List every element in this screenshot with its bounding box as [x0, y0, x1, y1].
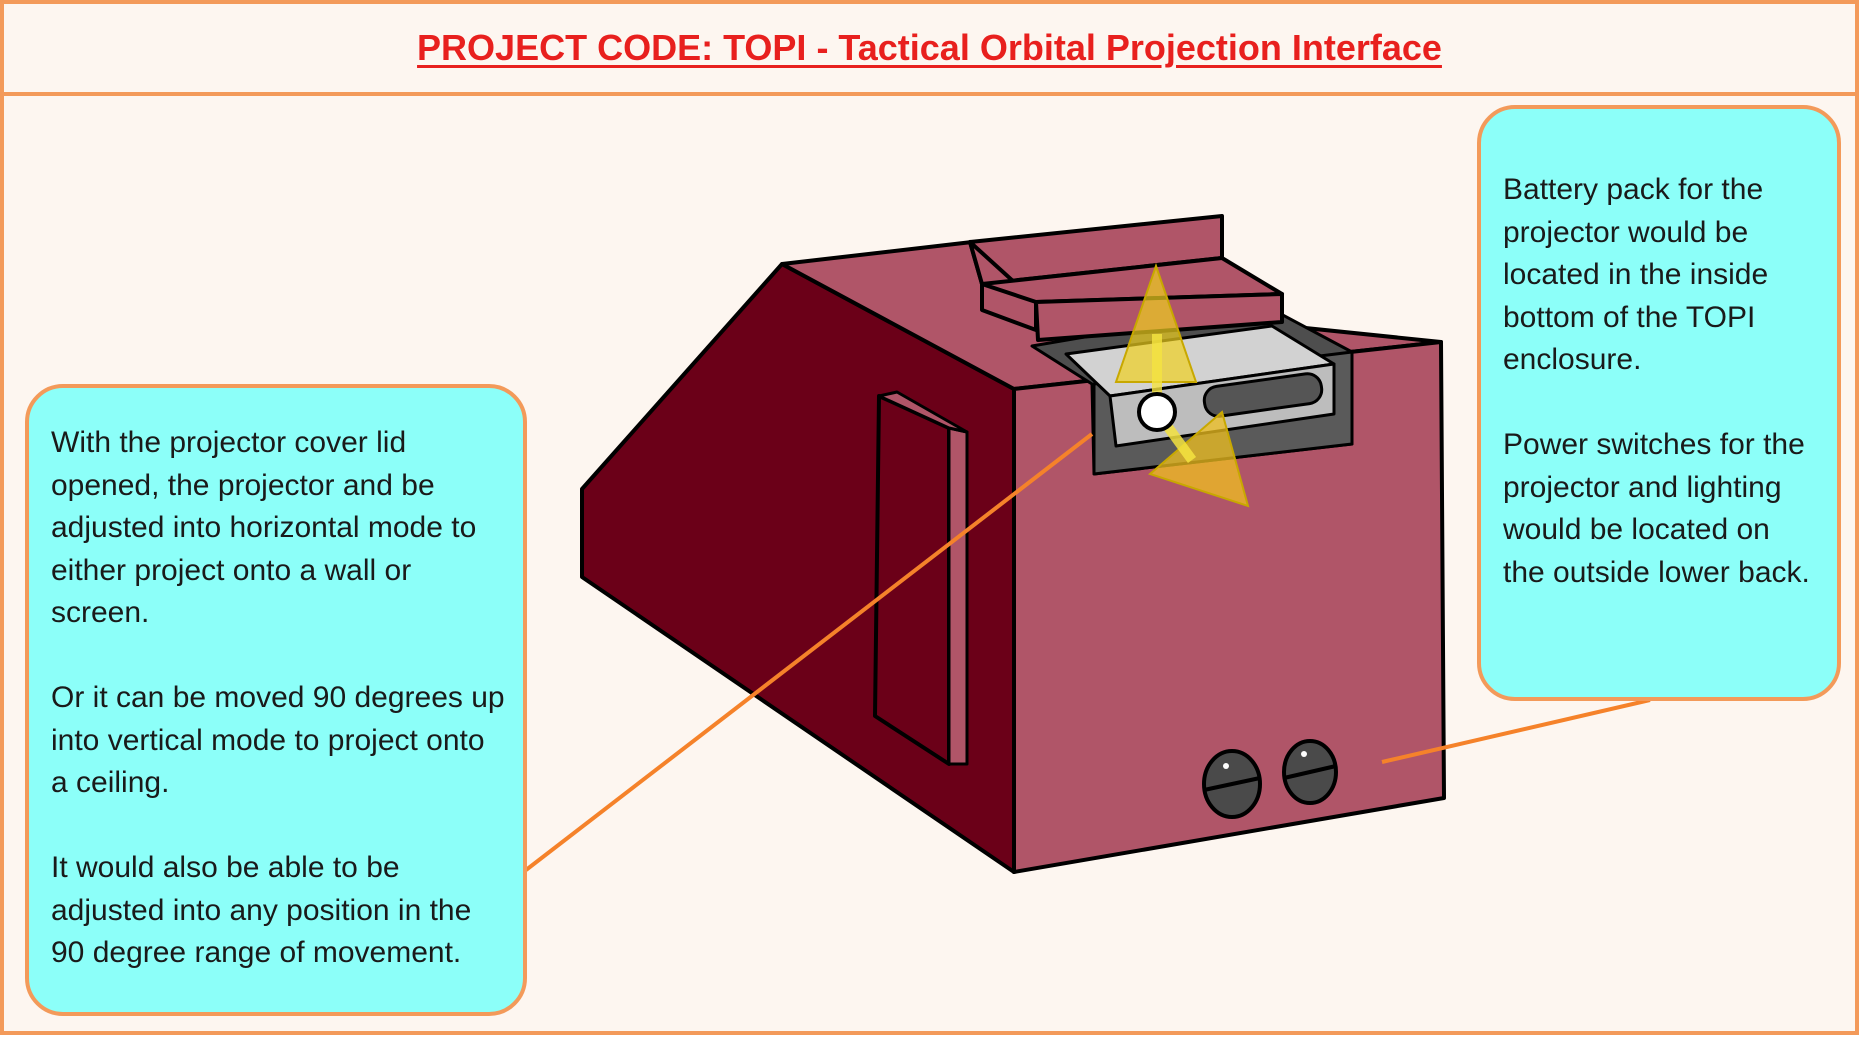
callout-paragraph: It would also be able to be adjusted int…	[51, 851, 472, 969]
callout-projector-modes: With the projector cover lid opened, the…	[25, 384, 527, 1016]
power-switch-projector	[1202, 749, 1262, 819]
side-vent-top	[877, 390, 969, 434]
callout-paragraph: Or it can be moved 90 degrees up into ve…	[51, 681, 505, 799]
projector-vent-slot	[1202, 372, 1324, 418]
left-callout-leader-line	[524, 432, 1094, 872]
callout-paragraph: Power switches for the projector and lig…	[1503, 428, 1810, 589]
right-callout-leader-line	[1381, 698, 1651, 764]
side-vent-panel	[873, 394, 951, 766]
page-title: PROJECT CODE: TOPI - Tactical Orbital Pr…	[417, 27, 1442, 68]
horizontal-mode-arrow	[1148, 410, 1250, 508]
title-bar: PROJECT CODE: TOPI - Tactical Orbital Pr…	[4, 4, 1855, 96]
vertical-mode-arrow-shaft	[1152, 334, 1162, 414]
topi-enclosure-illustration	[524, 214, 1651, 874]
callout-battery-and-switches: Battery pack for the projector would be …	[1477, 105, 1841, 701]
side-vent-edge	[947, 426, 969, 766]
callout-paragraph: With the projector cover lid opened, the…	[51, 426, 477, 629]
projector-lens	[1137, 392, 1177, 432]
callout-paragraph: Battery pack for the projector would be …	[1503, 173, 1769, 376]
power-switch-lighting	[1282, 739, 1338, 805]
